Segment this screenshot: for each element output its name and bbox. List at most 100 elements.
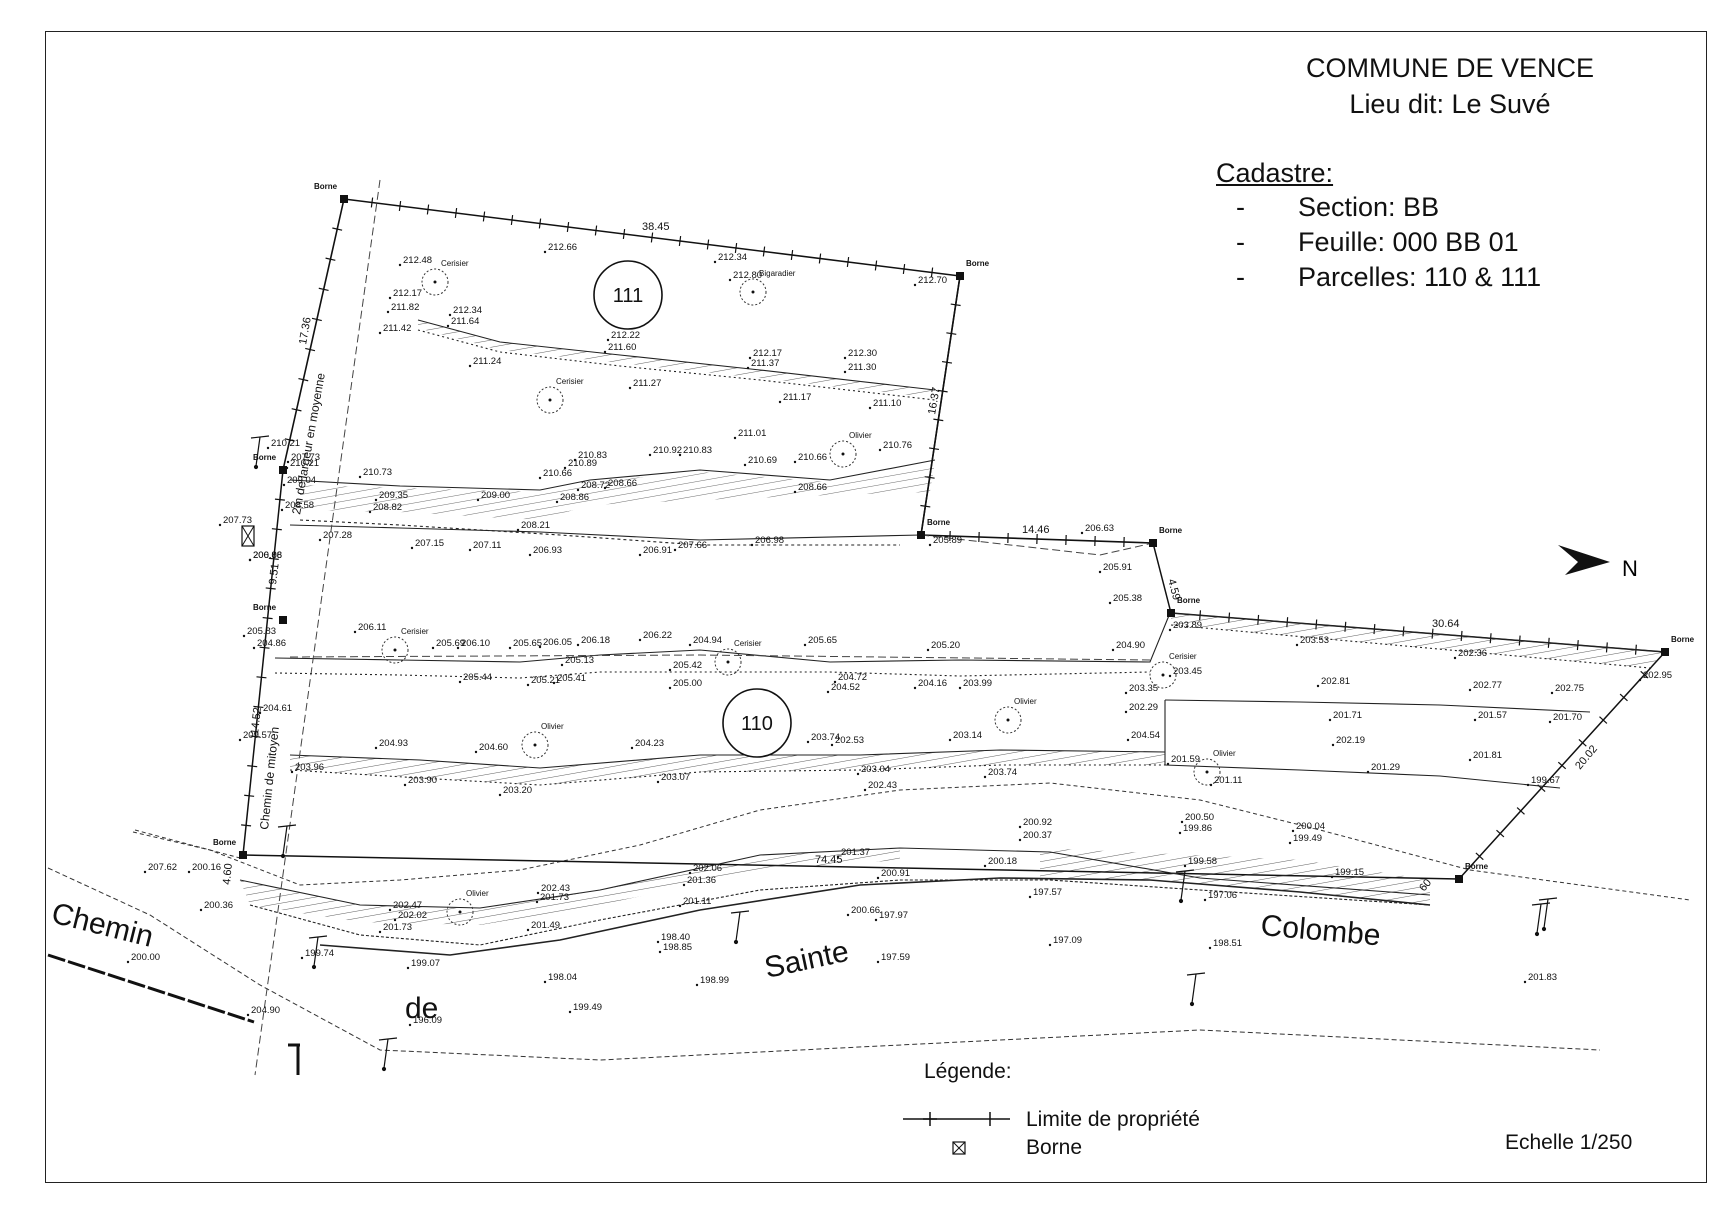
tree-label: Cerisier xyxy=(1169,652,1197,661)
spot-height: 211.01 xyxy=(738,428,766,439)
spot-height: 202.53 xyxy=(835,735,864,746)
tree-icon xyxy=(421,268,449,296)
limit-tick xyxy=(398,200,402,212)
spot-height: 207.73 xyxy=(291,452,320,463)
spot-height: 203.07 xyxy=(661,772,690,783)
spot-point xyxy=(1168,628,1172,632)
spot-height: 212.22 xyxy=(611,330,640,341)
limit-tick xyxy=(538,218,542,229)
spot-height: 200.00 xyxy=(131,952,160,963)
spot-height: 200.50 xyxy=(1185,812,1214,823)
spot-height: 203.20 xyxy=(503,785,532,796)
limit-tick xyxy=(706,239,710,250)
scale-label: Echelle 1/250 xyxy=(1505,1131,1633,1154)
spot-height: 205.00 xyxy=(673,678,702,689)
spot-point xyxy=(748,356,752,360)
spot-height: 211.82 xyxy=(391,302,419,313)
spot-point xyxy=(374,498,378,502)
spot-height: 203.04 xyxy=(861,764,890,775)
spot-point xyxy=(393,918,397,922)
spot-point xyxy=(456,646,460,650)
spot-height: 208.58 xyxy=(285,500,314,511)
spot-height: 206.63 xyxy=(1085,523,1114,534)
spot-point xyxy=(793,460,797,464)
borne-marker xyxy=(279,466,287,474)
limit-tick xyxy=(790,249,794,261)
spot-height: 205.65 xyxy=(808,635,837,646)
spot-height: 201.83 xyxy=(1528,972,1557,983)
title-block: COMMUNE DE VENCE Lieu dit: Le Suvé xyxy=(1290,50,1610,122)
spot-point xyxy=(630,746,634,750)
spot-height: 210.92 xyxy=(653,445,682,456)
spot-point xyxy=(874,918,878,922)
spot-height: 210.83 xyxy=(683,445,712,456)
spot-height: 207.15 xyxy=(415,538,444,549)
spot-point xyxy=(743,463,747,467)
spot-point xyxy=(286,460,290,464)
t-marker-stem xyxy=(255,436,261,467)
limit-tick xyxy=(762,246,766,257)
spot-point xyxy=(1124,691,1128,695)
spot-height: 205.21 xyxy=(531,675,560,686)
spot-point xyxy=(856,772,860,776)
svg-text:38.45: 38.45 xyxy=(642,221,670,233)
spot-height: 202.06 xyxy=(693,863,722,874)
spot-height: 205.89 xyxy=(933,535,962,546)
spot-height: 204.86 xyxy=(257,638,286,649)
limit-tick xyxy=(930,267,934,278)
spot-point xyxy=(1316,684,1320,688)
spot-height: 207.11 xyxy=(473,540,501,551)
spot-height: 202.43 xyxy=(541,883,570,894)
spot-height: 211.64 xyxy=(451,316,479,327)
t-marker-stem xyxy=(383,1038,389,1069)
spot-point xyxy=(1328,718,1332,722)
spot-point xyxy=(733,436,737,440)
spot-height: 207.66 xyxy=(678,540,707,551)
spot-point xyxy=(126,960,130,964)
spot-point xyxy=(318,538,322,542)
road-name: Chemin de Sainte Colombe xyxy=(48,897,1382,1025)
spot-point xyxy=(282,483,286,487)
spot-point xyxy=(568,1010,572,1014)
spot-point xyxy=(658,950,662,954)
spot-point xyxy=(656,940,660,944)
t-markers xyxy=(250,435,1558,1072)
spot-point xyxy=(246,1013,250,1017)
spot-point xyxy=(682,883,686,887)
spot-height: 205.83 xyxy=(247,626,276,637)
spot-point xyxy=(606,338,610,342)
spot-height: 203.74 xyxy=(811,732,840,743)
spot-height: 203.45 xyxy=(1173,666,1202,677)
spot-point xyxy=(378,331,382,335)
north-arrow: N xyxy=(1558,545,1638,581)
tree-label: Olivier xyxy=(541,722,564,731)
spot-point xyxy=(252,646,256,650)
spot-height: 199.49 xyxy=(1293,833,1322,844)
spot-point xyxy=(468,548,472,552)
spot-point xyxy=(1638,678,1642,682)
spot-point xyxy=(806,740,810,744)
spot-height: 206.22 xyxy=(643,630,672,641)
spot-point xyxy=(833,680,837,684)
limit-tick xyxy=(902,263,906,275)
spot-point xyxy=(386,310,390,314)
tree-center xyxy=(1161,673,1165,677)
tree-center xyxy=(1006,718,1010,722)
spot-point xyxy=(688,643,692,647)
spot-point xyxy=(238,738,242,742)
spot-point xyxy=(1209,783,1213,787)
spot-point xyxy=(603,350,607,354)
spot-height: 210.73 xyxy=(363,467,392,478)
spot-height: 211.42 xyxy=(383,323,411,334)
spot-height: 205.44 xyxy=(463,672,492,683)
spot-height: 211.27 xyxy=(633,378,661,389)
limit-tick xyxy=(305,347,316,352)
spot-point xyxy=(403,783,407,787)
spot-point xyxy=(628,386,632,390)
spot-point xyxy=(199,908,203,912)
dashed-divisions xyxy=(254,179,1154,1076)
spot-height: 197.59 xyxy=(881,952,910,963)
spot-point xyxy=(713,260,717,264)
t-marker-point xyxy=(1541,926,1547,932)
